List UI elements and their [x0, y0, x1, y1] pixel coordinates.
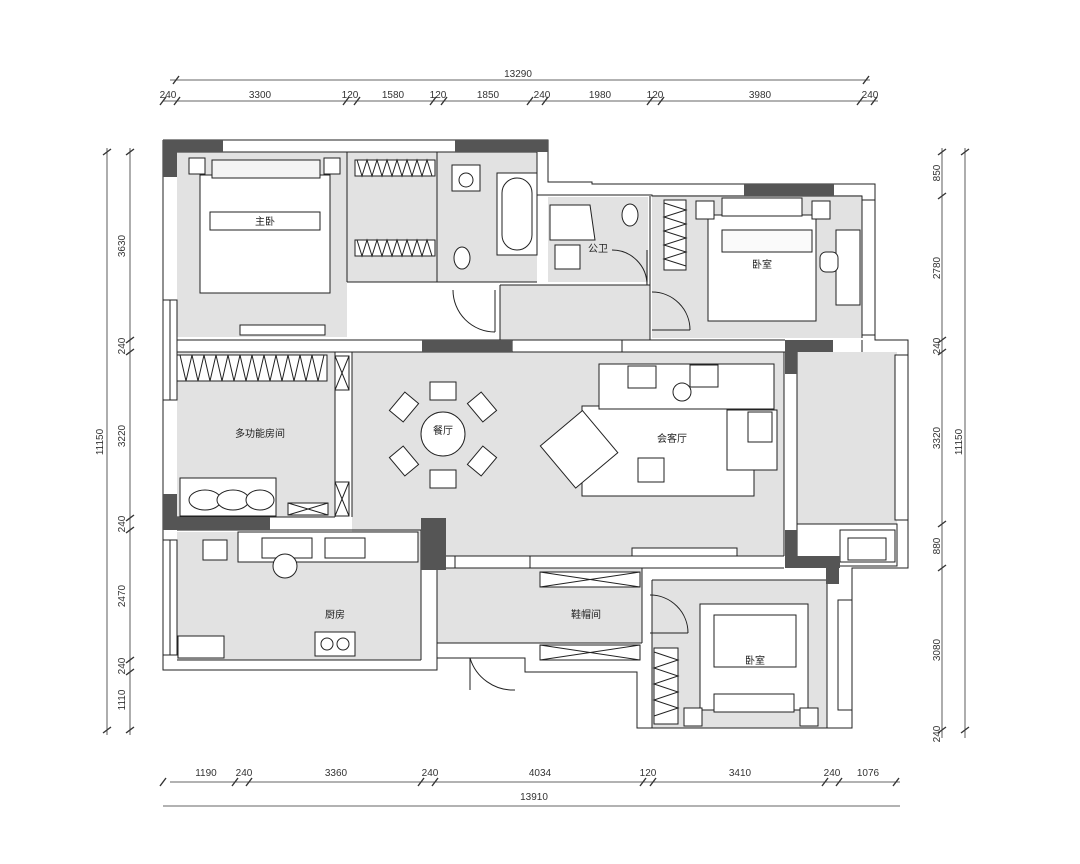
dim-right: 240: [932, 725, 943, 742]
room-living: 会客厅: [657, 432, 687, 445]
room-shoe-room: 鞋帽间: [571, 608, 601, 621]
wardrobes: [176, 158, 688, 725]
dimension-labels: 13290 240 3300 120 1580 120 1850 240 198…: [95, 69, 965, 803]
dim-top: 120: [430, 90, 447, 101]
room-multi-function: 多功能房间: [235, 427, 285, 440]
dim-left-total: 11150: [95, 428, 106, 455]
dim-bottom: 240: [236, 768, 253, 779]
dim-left: 3630: [117, 234, 128, 257]
room-bedroom-se: 卧室: [745, 654, 765, 667]
dim-top: 240: [160, 90, 177, 101]
room-labels: 主卧 公卫 卧室 多功能房间 餐厅 会客厅 厨房 鞋帽间 卧室: [235, 215, 772, 667]
dim-right: 3320: [932, 426, 943, 449]
dim-top: 3300: [249, 90, 272, 101]
dim-bottom: 1190: [195, 768, 217, 779]
dim-bottom: 240: [824, 768, 841, 779]
room-kitchen: 厨房: [325, 608, 345, 621]
dim-bottom: 3410: [729, 768, 752, 779]
dim-left: 1110: [117, 689, 128, 710]
dim-bottom: 4034: [529, 768, 552, 779]
dim-right: 2780: [932, 256, 943, 279]
dim-right-total: 11150: [954, 428, 965, 455]
room-public-bath: 公卫: [588, 244, 608, 255]
dim-left: 240: [117, 337, 128, 354]
dim-left: 240: [117, 657, 128, 674]
dim-bottom: 1076: [857, 768, 880, 779]
door-swings: [351, 249, 691, 691]
dim-right: 3080: [932, 638, 943, 661]
dim-bottom-total: 13910: [520, 792, 548, 803]
dim-bottom: 3360: [325, 768, 348, 779]
structural-walls: [163, 140, 840, 584]
dim-bottom: 120: [640, 768, 657, 779]
room-master-bedroom: 主卧: [255, 215, 275, 228]
dim-right: 880: [932, 537, 943, 554]
furniture-fills: [179, 159, 861, 711]
dimension-lines: [102, 75, 970, 807]
dim-top: 240: [862, 90, 879, 101]
room-bedroom-ne: 卧室: [752, 258, 772, 271]
fixtures: [177, 157, 887, 727]
dim-left: 3220: [117, 424, 128, 447]
dim-top: 120: [342, 90, 359, 101]
dim-left: 2470: [117, 584, 128, 607]
room-dining: 餐厅: [433, 424, 453, 437]
dim-top-total: 13290: [504, 69, 532, 80]
dim-top: 1850: [477, 90, 500, 101]
dim-top: 1980: [589, 90, 612, 101]
dim-left: 240: [117, 515, 128, 532]
dim-right: 240: [932, 337, 943, 354]
dim-top: 3980: [749, 90, 772, 101]
dim-top: 240: [534, 90, 551, 101]
dim-bottom: 240: [422, 768, 439, 779]
dim-right: 850: [932, 164, 943, 181]
dim-top: 1580: [382, 90, 405, 101]
dim-top: 120: [647, 90, 664, 101]
